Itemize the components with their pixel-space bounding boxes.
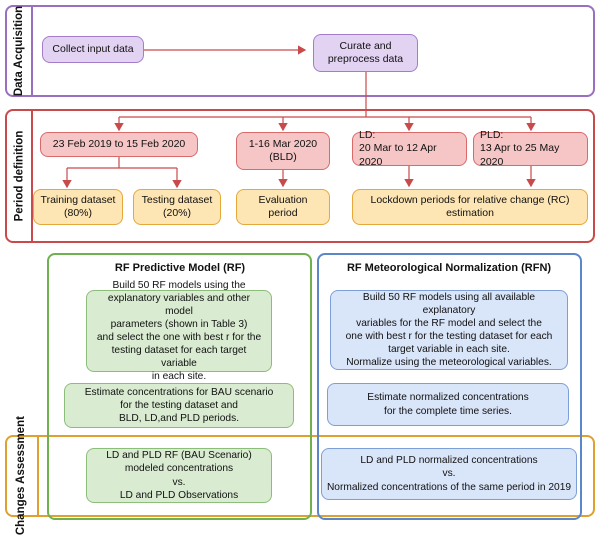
evaluation-period-box: Evaluation period [236, 189, 330, 225]
period-definition-label: Period definition [13, 130, 26, 222]
data-acquisition-label: Data Acquisition [13, 5, 25, 97]
rf-panel-title: RF Predictive Model (RF) [114, 262, 246, 274]
testing-dataset-box: Testing dataset (20%) [133, 189, 221, 225]
pld-box: PLD: 13 Apr to 25 May 2020 [473, 129, 588, 168]
ld-box: LD: 20 Mar to 12 Apr 2020 [352, 129, 467, 168]
rfn-build-models-box: Build 50 RF models using all available e… [330, 290, 568, 370]
curate-preprocess-box: Curate and preprocess data [313, 34, 418, 72]
lockdown-rc-box: Lockdown periods for relative change (RC… [352, 189, 588, 225]
rf-estimate-box: Estimate concentrations for BAU scenario… [64, 383, 294, 428]
changes-assessment-label: Changes Assessment [15, 416, 28, 536]
training-range-box: 23 Feb 2019 to 15 Feb 2020 [40, 132, 198, 157]
rfn-assessment-box: LD and PLD normalized concentrations vs.… [321, 448, 577, 500]
period-definition-stage: Period definition [5, 109, 595, 243]
training-dataset-box: Training dataset (80%) [33, 189, 123, 225]
data-acquisition-stage: Data Acquisition [5, 5, 595, 97]
rf-build-models-box: Build 50 RF models using the explanatory… [86, 280, 272, 382]
collect-input-data-box: Collect input data [42, 36, 144, 63]
rfn-panel-title: RF Meteorological Normalization (RFN) [346, 262, 552, 274]
bld-box: 1-16 Mar 2020 (BLD) [236, 132, 330, 170]
rfn-estimate-box: Estimate normalized concentrations for t… [327, 383, 569, 426]
rfn-panel [317, 253, 582, 520]
rf-panel [47, 253, 312, 520]
rf-assessment-box: LD and PLD RF (BAU Scenario) modeled con… [86, 448, 272, 503]
changes-assessment-stage: Changes Assessment [5, 416, 595, 536]
